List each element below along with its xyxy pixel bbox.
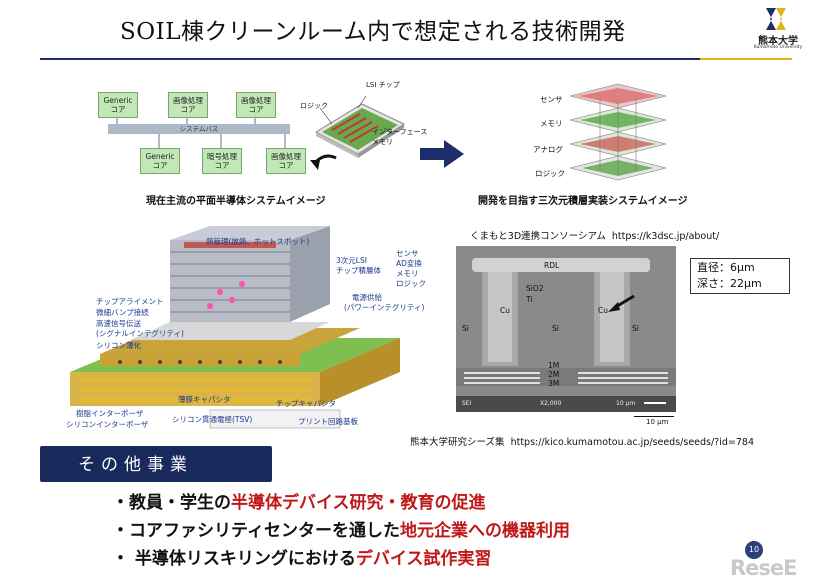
- bus-connector: [254, 116, 256, 124]
- sem-heading: くまもと3D連携コンソーシアム https://k3dsc.jp/about/: [470, 231, 720, 242]
- label-resin-interposer: 樹脂インターポーザ: [76, 409, 144, 418]
- bus-connector: [186, 116, 188, 124]
- sem-label-si-center: Si: [552, 324, 559, 333]
- bus-connector: [116, 116, 118, 124]
- layer-label-memory: メモリ: [540, 119, 563, 128]
- planar-caption: 現在主流の平面半導体システムイメージ: [146, 196, 326, 207]
- logo-subtext: Kumamoto University: [753, 45, 803, 50]
- label-stack-item: メモリ: [396, 269, 419, 278]
- label-thermal: 熱管理(放熱、ホットスポット): [206, 237, 310, 246]
- system-bus: システムバス: [108, 124, 290, 134]
- sem-label-si-right: Si: [632, 324, 639, 333]
- sem-micrograph: [456, 246, 676, 412]
- bullet-item: ・コアファシリティセンターを通した地元企業への機器利用: [112, 521, 570, 541]
- right-arrow-icon: [420, 140, 464, 168]
- label-thinning: シリコン薄化: [96, 341, 141, 350]
- sem-label-m2: 2M: [548, 370, 560, 379]
- title-rule-accent: [700, 58, 792, 60]
- label-tsv: シリコン貫通電極(TSV): [172, 415, 253, 424]
- package-cross-section-illustration: [70, 226, 400, 429]
- bus-connector: [220, 134, 222, 148]
- logo-mark-icon: [766, 8, 786, 30]
- core-box: 暗号処理コア: [202, 148, 242, 174]
- core-box: 画像処理コア: [168, 92, 208, 118]
- page-number: 10: [745, 541, 763, 559]
- sem-footer: 熊本大学研究シーズ集 https://kico.kumamotou.ac.jp/…: [410, 437, 754, 448]
- section-tag: [40, 446, 272, 482]
- sem-structure-illustration: [456, 246, 676, 412]
- stacked-layers-illustration: [569, 83, 667, 181]
- label-alignment: チップアライメント: [96, 297, 164, 306]
- sem-label-sio2: SiO2: [526, 284, 544, 293]
- sem-label-mag: X2,000: [540, 400, 562, 407]
- label-chip-cap: チップキャパシタ: [276, 399, 336, 408]
- section-tag-label: その他事業: [78, 455, 193, 475]
- label-thin-cap: 薄膜キャパシタ: [178, 395, 231, 404]
- layer-label-sensor: センサ: [540, 95, 563, 104]
- label-microbump: 微細バンプ接続: [96, 308, 149, 317]
- planar-chip-illustration: [310, 95, 406, 170]
- label-chip-stack: チップ積層体: [336, 266, 381, 275]
- university-logo: 熊本大学 Kumamoto University: [748, 6, 808, 54]
- layer-label-logic: ロジック: [535, 169, 565, 178]
- bus-connector: [158, 134, 160, 148]
- logo-text: 熊本大学: [758, 36, 798, 47]
- tsv-dimension-note: 直径：6μm 深さ：22μm: [690, 258, 790, 294]
- sem-label-scale: 10 μm: [616, 400, 636, 407]
- bullet-item: ・ 半導体リスキリングにおけるデバイス試作実習: [112, 549, 492, 569]
- sem-scale-bar: [634, 416, 674, 417]
- stacked-caption: 開発を目指す三次元積層実装システムイメージ: [478, 196, 688, 207]
- label-si-interposer: シリコンインターポーザ: [66, 420, 149, 429]
- title-rule: [40, 58, 792, 60]
- sem-label-cu-left: Cu: [500, 306, 510, 315]
- sem-label-cu-right: Cu: [598, 306, 608, 315]
- chip-label-lsi: LSI チップ: [366, 81, 400, 89]
- watermark: ReseE: [730, 556, 798, 580]
- sem-label-rdl: RDL: [544, 261, 560, 270]
- note-depth: 深さ：22μm: [697, 277, 762, 290]
- bus-connector: [284, 134, 286, 148]
- label-power: 電源供給: [352, 293, 382, 302]
- core-box: 画像処理コア: [266, 148, 306, 174]
- label-lsi-3d: 3次元LSI: [336, 256, 367, 265]
- sem-scale-outer: 10 μm: [646, 418, 669, 426]
- label-power-sub: (パワーインテグリティ): [344, 303, 425, 312]
- sem-label-si-left: Si: [462, 324, 469, 333]
- sem-label-m1: 1M: [548, 361, 560, 370]
- label-stack-item: ロジック: [396, 279, 426, 288]
- sem-label-m3: 3M: [548, 379, 560, 388]
- sem-label-ti: Ti: [526, 295, 533, 304]
- label-stack-item: センサ: [396, 249, 419, 258]
- label-pcb: プリント回路基板: [298, 417, 358, 426]
- core-box: 画像処理コア: [236, 92, 276, 118]
- layer-label-analog: アナログ: [533, 145, 563, 154]
- bullet-item: ・教員・学生の半導体デバイス研究・教育の促進: [112, 493, 486, 513]
- label-stack-item: AD変換: [396, 259, 422, 268]
- chip-label-memory: メモリ: [372, 138, 393, 146]
- chip-label-logic: ロジック: [300, 102, 328, 110]
- label-signal: 高速信号伝送: [96, 319, 141, 328]
- chip-label-interface: インターフェース: [372, 128, 428, 136]
- label-signal-sub: (シグナルインテグリティ): [96, 329, 184, 338]
- sem-label-sei: SEI: [462, 400, 472, 407]
- note-diameter: 直径：6μm: [697, 261, 755, 274]
- slide-title: SOIL棟クリーンルーム内で想定される技術開発: [120, 19, 626, 45]
